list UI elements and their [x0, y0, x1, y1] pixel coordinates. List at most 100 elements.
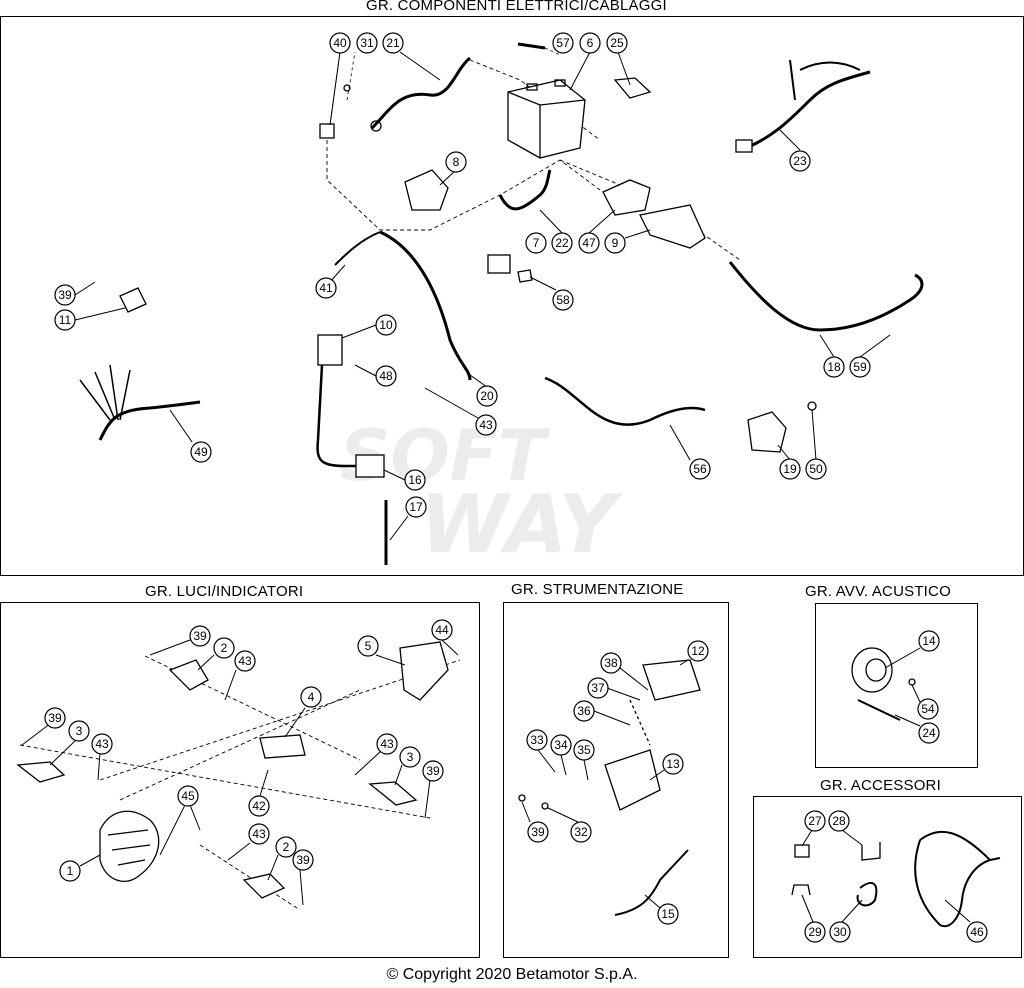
callout-badge: 43 [91, 733, 113, 781]
panel-lights [0, 602, 480, 958]
callout-number: 17 [409, 500, 423, 514]
callout-number: 49 [194, 445, 208, 459]
callout-badge: 5 [357, 635, 406, 666]
callout-badge: 16 [383, 469, 426, 491]
callout-number: 45 [181, 789, 195, 803]
callout-badge: 31 [356, 32, 378, 54]
callout-number: 40 [333, 36, 347, 50]
callout-badge: 43 [224, 650, 256, 701]
callout-number: 54 [921, 702, 935, 716]
callout-number: 32 [574, 825, 588, 839]
callout-number: 43 [252, 827, 266, 841]
callout-number: 33 [530, 733, 544, 747]
callout-number: 43 [479, 418, 493, 432]
callout-number: 39 [58, 288, 72, 302]
callout-number: 48 [379, 369, 393, 383]
callout-badge: 38 [600, 652, 649, 691]
callout-number: 37 [591, 681, 605, 695]
callout-number: 9 [612, 236, 619, 250]
callout-badge: 11 [54, 307, 126, 331]
callout-number: 46 [970, 925, 984, 939]
callout-number: 39 [426, 764, 440, 778]
callout-group-horn: 14 54 24 [884, 630, 940, 744]
callout-number: 43 [95, 737, 109, 751]
callout-number: 39 [48, 711, 62, 725]
callout-number: 43 [238, 654, 252, 668]
callout-badge: 39 [521, 801, 549, 843]
panel-accessories [753, 796, 1022, 958]
callout-number: 59 [853, 360, 867, 374]
callout-badge: 23 [779, 129, 811, 172]
callout-number: 24 [922, 726, 936, 740]
callout-badge: 43 [424, 387, 497, 436]
section-title-horn: GR. AVV. ACUSTICO [805, 583, 951, 600]
callout-badge: 3 [394, 746, 421, 786]
callout-badge: 42 [248, 769, 270, 817]
callout-badge: 35 [573, 739, 595, 781]
callout-badge: 39 [54, 281, 96, 306]
battery [507, 79, 586, 159]
callout-number: 20 [480, 389, 494, 403]
callout-number: 47 [582, 236, 596, 250]
callout-badge: 4 [284, 686, 322, 738]
callout-badge: 49 [169, 409, 212, 463]
callout-number: 39 [193, 629, 207, 643]
callout-badge: 14 [884, 630, 940, 669]
callout-number: 56 [693, 462, 707, 476]
callout-badge: 36 [573, 700, 631, 726]
callout-number: 21 [386, 36, 400, 50]
panel-horn [815, 603, 978, 768]
callout-number: 50 [809, 462, 823, 476]
callout-badge: 28 [828, 810, 863, 846]
callout-badge: 2 [197, 637, 235, 671]
callout-badge: 12 [679, 640, 709, 666]
callout-number: 7 [533, 236, 540, 250]
callout-number: 29 [808, 925, 822, 939]
callout-badge: 10 [341, 314, 397, 339]
callout-number: 10 [379, 318, 393, 332]
callout-badge: 45 [159, 785, 201, 856]
callout-badge: 34 [550, 734, 572, 776]
callout-number: 15 [661, 907, 675, 921]
callout-group-accessories: 27 28 46 29 30 [801, 810, 988, 943]
callout-number: 43 [380, 737, 394, 751]
callout-number: 28 [832, 814, 846, 828]
callout-badge: 20 [469, 374, 498, 407]
callout-number: 35 [577, 743, 591, 757]
copyright-footer: © Copyright 2020 Betamotor S.p.A. [386, 966, 638, 983]
section-title-instruments: GR. STRUMENTAZIONE [511, 581, 684, 598]
callout-badge: 9 [604, 229, 651, 254]
callout-number: 58 [556, 293, 570, 307]
callout-badge: 7 [525, 232, 547, 254]
callout-number: 16 [408, 473, 422, 487]
callout-number: 4 [308, 690, 315, 704]
callout-badge: 47 [578, 209, 616, 254]
watermark: SOFT WAY [340, 415, 623, 571]
callout-badge: 54 [911, 684, 939, 720]
callout-number: 8 [453, 155, 460, 169]
callout-number: 23 [793, 154, 807, 168]
callout-badge: 59 [849, 334, 891, 378]
callout-badge: 43 [227, 823, 270, 861]
callout-badge: 8 [439, 151, 467, 186]
callout-number: 39 [531, 825, 545, 839]
callout-badge: 15 [644, 894, 679, 925]
callout-badge: 50 [805, 409, 827, 480]
callout-badge: 19 [777, 444, 801, 480]
callout-badge: 40 [329, 32, 351, 126]
callout-group-electrical: 40 31 21 57 6 25 8 23 7 22 47 9 39 11 58… [54, 32, 891, 541]
callout-number: 38 [604, 656, 618, 670]
callout-number: 34 [554, 738, 568, 752]
callout-number: 12 [691, 644, 705, 658]
callout-badge: 39 [422, 760, 444, 819]
callout-number: 11 [59, 313, 72, 327]
callout-group-instruments: 12 38 37 36 33 34 35 13 39 32 15 [521, 640, 709, 925]
section-title-electrical: GR. COMPONENTI ELETTRICI/CABLAGGI [366, 0, 667, 14]
callout-badge: 13 [649, 753, 684, 781]
callout-badge: 58 [529, 276, 574, 311]
callout-badge: 33 [526, 729, 556, 773]
callout-badge: 43 [354, 733, 398, 776]
callout-number: 2 [283, 840, 290, 854]
callout-badge: 17 [389, 496, 427, 541]
horn-parts [851, 647, 916, 721]
